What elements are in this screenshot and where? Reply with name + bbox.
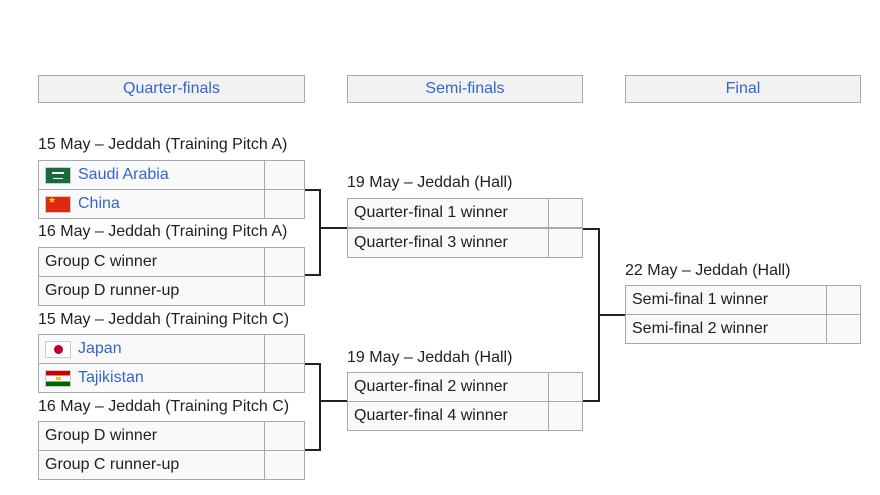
connector-qf3-qf4 <box>305 363 321 451</box>
sf1-venue: 19 May – Jeddah (Hall) <box>347 174 513 191</box>
connector-qf1-qf2 <box>305 189 321 276</box>
final-venue: 22 May – Jeddah (Hall) <box>625 262 791 279</box>
qf3-venue: 15 May – Jeddah (Training Pitch C) <box>38 311 290 328</box>
qf1-team1[interactable]: Saudi Arabia <box>38 160 265 190</box>
tajikistan-flag-icon <box>45 369 71 387</box>
qf3-team2[interactable]: Tajikistan <box>38 363 265 393</box>
qf3-team1-score <box>264 334 305 364</box>
sf1-team2: Quarter-final 3 winner <box>347 228 549 258</box>
qf3-team2-score <box>264 363 305 393</box>
team-name: Semi-final 1 winner <box>632 291 769 308</box>
team-name: Group D runner-up <box>45 282 180 299</box>
qf4-venue: 16 May – Jeddah (Training Pitch C) <box>38 398 290 415</box>
team-name[interactable]: Saudi Arabia <box>78 166 169 183</box>
japan-flag-icon <box>45 340 71 358</box>
header-final[interactable]: Final <box>625 75 861 103</box>
team-name: Quarter-final 2 winner <box>354 378 508 395</box>
team-name: Group D winner <box>45 427 158 444</box>
team-name: Quarter-final 4 winner <box>354 407 508 424</box>
qf2-venue: 16 May – Jeddah (Training Pitch A) <box>38 223 288 240</box>
header-quarter-finals[interactable]: Quarter-finals <box>38 75 305 103</box>
header-semi-finals[interactable]: Semi-finals <box>347 75 583 103</box>
team-name: Semi-final 2 winner <box>632 320 769 337</box>
sf1-team1-score <box>548 198 583 228</box>
team-name: Group C runner-up <box>45 456 180 473</box>
team-name: Quarter-final 1 winner <box>354 204 508 221</box>
team-name: Quarter-final 3 winner <box>354 234 508 251</box>
final-team2-score <box>826 314 861 344</box>
qf1-team1-score <box>264 160 305 190</box>
qf1-venue: 15 May – Jeddah (Training Pitch A) <box>38 136 288 153</box>
sf1-team2-score <box>548 228 583 258</box>
team-name[interactable]: Japan <box>78 340 122 357</box>
team-name: Group C winner <box>45 253 158 270</box>
final-team1-score <box>826 285 861 315</box>
qf4-team2-score <box>264 450 305 480</box>
team-name[interactable]: China <box>78 195 120 212</box>
final-team1: Semi-final 1 winner <box>625 285 827 315</box>
china-flag-icon <box>45 195 71 213</box>
qf2-team1-score <box>264 247 305 277</box>
sf2-team1-score <box>548 372 583 402</box>
saudi-arabia-flag-icon <box>45 166 71 184</box>
sf2-team2: Quarter-final 4 winner <box>347 401 549 431</box>
sf2-venue: 19 May – Jeddah (Hall) <box>347 349 513 366</box>
qf4-team2: Group C runner-up <box>38 450 265 480</box>
qf3-team1[interactable]: Japan <box>38 334 265 364</box>
qf4-team1-score <box>264 421 305 451</box>
team-name[interactable]: Tajikistan <box>78 369 144 386</box>
final-team2: Semi-final 2 winner <box>625 314 827 344</box>
sf2-team2-score <box>548 401 583 431</box>
qf1-team2-score <box>264 189 305 219</box>
connector-sf1-sf2 <box>583 228 600 402</box>
qf2-team2-score <box>264 276 305 306</box>
qf2-team1: Group C winner <box>38 247 265 277</box>
sf1-team1: Quarter-final 1 winner <box>347 198 549 228</box>
qf1-team2[interactable]: China <box>38 189 265 219</box>
qf2-team2: Group D runner-up <box>38 276 265 306</box>
